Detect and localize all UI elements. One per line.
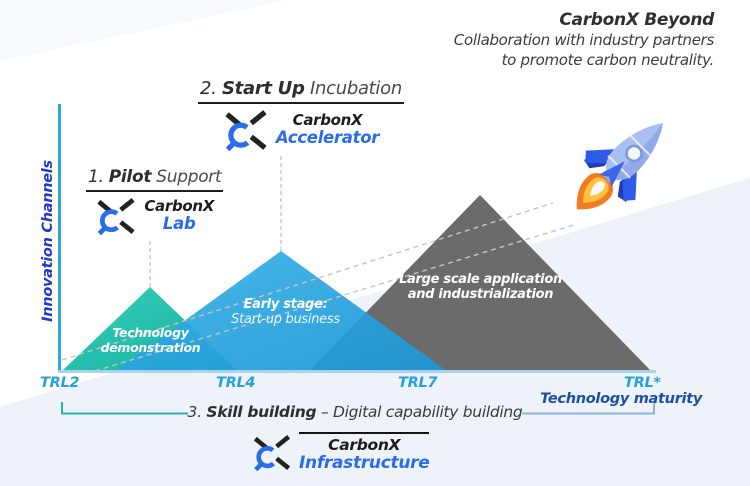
pilot-support-heading: 1. Pilot Support [86,167,224,192]
pilot-suffix: Support [151,167,222,187]
skill-bracket-right [522,402,655,415]
skill-bracket-left [61,402,188,415]
startup-incubation-heading: 2. Start Up Incubation [198,78,404,104]
product-name: Lab [162,214,196,234]
stage3-line2: and industrialization [407,287,554,303]
pilot-name: Pilot [108,167,152,187]
carbonx-accelerator-logo-row: CarbonX Accelerator [198,109,404,151]
carbonx-lab-label: CarbonX Lab [144,198,214,233]
product-name: Infrastructure [299,453,430,474]
early-stage-triangle [115,251,447,371]
trajectory-dashed-line [61,202,554,361]
startup-number: 2. [200,78,222,99]
stage2-label: Early stage: Start-up business [213,297,358,328]
infrastructure-block: CarbonX Infrastructure [252,427,430,474]
brand-name: CarbonX [328,436,401,454]
y-axis-label: Innovation Channels [40,160,56,322]
stage1-line2: demonstration [100,339,201,355]
pilot-number: 1. [88,167,109,187]
tick-trl-star: TRL* [624,375,661,391]
x-axis-label: Technology maturity [540,391,702,407]
beyond-title: CarbonX Beyond [559,10,714,30]
skill-building-heading: 3. Skill building – Digital capability b… [170,403,540,421]
tick-trl4: TRL4 [216,375,256,391]
skill-suffix: – Digital capability building [316,403,523,421]
stage3-line1: Large scale application [399,272,562,287]
stage2-line2: Start-up business [231,312,340,328]
stage1-line1: Technology [112,325,189,340]
trajectory-dashed-line [94,223,578,372]
startup-name: Start Up [222,78,305,99]
brand-name: CarbonX [144,197,215,216]
pilot-support-block: 1. Pilot Support CarbonX Lab [86,167,224,235]
carbonx-lab-logo-row: CarbonX Lab [86,197,223,235]
startup-suffix: Incubation [304,78,402,99]
stage3-label: Large scale application and industrializ… [388,272,573,303]
carbonx-logo-icon [253,435,291,472]
beyond-line2: to promote carbon neutrality. [501,51,715,70]
carbonx-infrastructure-label: CarbonX Infrastructure [299,432,430,474]
beyond-block: CarbonX Beyond Collaboration with indust… [453,9,715,71]
stage2-line1: Early stage: [243,297,328,312]
skill-name: Skill building [206,403,317,421]
carbonx-logo-icon [97,198,135,235]
startup-incubation-block: 2. Start Up Incubation CarbonX Accelerat… [198,78,404,151]
tick-trl7: TRL7 [398,375,438,391]
rocket-icon [576,122,664,210]
carbonx-infrastructure-logo-row: CarbonX Infrastructure [252,432,430,474]
large-scale-triangle [309,195,651,371]
skill-number: 3. [187,403,207,421]
beyond-line1: Collaboration with industry partners [453,31,715,50]
carbonx-accelerator-label: CarbonX Accelerator [275,111,380,148]
carbonx-logo-icon [225,110,267,151]
stage1-label: Technology demonstration [83,325,218,356]
brand-name: CarbonX [292,111,363,130]
tick-trl2: TRL2 [40,375,80,391]
product-name: Accelerator [275,128,380,148]
